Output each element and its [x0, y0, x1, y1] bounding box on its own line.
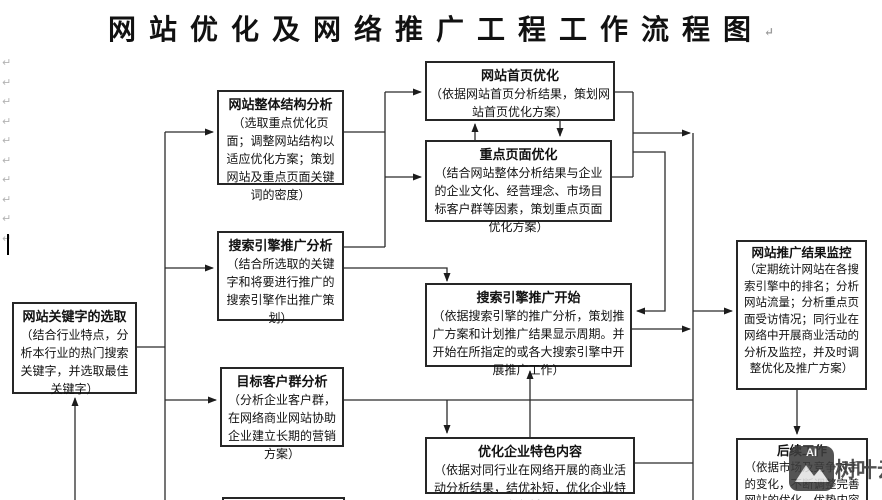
- box-title: 网站整体结构分析: [228, 97, 333, 112]
- ai-logo-label: AI: [806, 447, 817, 459]
- paragraph-mark-icon: ↵: [2, 115, 12, 128]
- box-detail: （选取重点优化页面；调整网站结构以适应优化方案；策划网站及重点页面关键词的密度）: [226, 116, 335, 202]
- box-detail: （结合所选取的关键字和将要进行推广的搜索引擎作出推广策划）: [226, 257, 335, 325]
- box-detail: （分析企业客户群，在网络商业网站协助企业建立长期的营销方案）: [227, 393, 336, 461]
- box-title: 重点页面优化: [479, 147, 558, 162]
- paragraph-mark-icon: ↵: [2, 154, 12, 167]
- box-title: 搜索引擎推广开始: [476, 290, 581, 305]
- flow-box-key-pages-optimization[interactable]: 重点页面优化 （结合网站整体分析结果与企业的企业文化、经营理念、市场目标客户群等…: [425, 140, 612, 234]
- flow-box-target-customer-analysis[interactable]: 目标客户群分析 （分析企业客户群，在网络商业网站协助企业建立长期的营销方案）: [220, 367, 344, 461]
- paragraph-mark-icon: ↵: [2, 56, 12, 69]
- flow-box-search-promotion-start[interactable]: 搜索引擎推广开始 （依据搜索引擎的推广分析，策划推广方案和计划推广结果显示周期。…: [425, 283, 632, 377]
- box-title: 搜索引擎推广分析: [228, 238, 333, 253]
- box-detail: （结合行业特点，分析本行业的热门搜索关键字，并选取最佳关键字）: [20, 328, 129, 396]
- flow-box-clipped-bottom[interactable]: [222, 497, 345, 500]
- box-title: 优化企业特色内容: [477, 444, 582, 459]
- paragraph-mark-icon: ↵: [2, 212, 12, 225]
- mountain-photo-icon: [795, 465, 829, 482]
- paragraph-mark-icon: ↵: [2, 134, 12, 147]
- paragraph-mark-icon: ↵: [2, 76, 12, 89]
- paragraph-mark-icon: ↵: [763, 25, 775, 40]
- page-title-text: 网站优化及网络推广工程工作流程图: [107, 15, 764, 46]
- box-detail: （结合网站整体分析结果与企业的企业文化、经营理念、市场目标客户群等因素，策划重点…: [434, 166, 603, 234]
- paragraph-mark-icon: ↵: [2, 193, 12, 206]
- box-title: 网站推广结果监控: [751, 246, 852, 260]
- flow-box-promotion-result-monitoring[interactable]: 网站推广结果监控 （定期统计网站在各搜索引擎中的排名；分析网站流量；分析重点页面…: [736, 240, 867, 390]
- page-title: 网站优化及网络推广工程工作流程图↵: [0, 8, 882, 48]
- ai-logo-icon: AI: [789, 446, 834, 491]
- paragraph-mark-icon: ↵: [2, 232, 16, 245]
- box-title: 目标客户群分析: [236, 374, 328, 389]
- flow-box-feature-content-optimization[interactable]: 优化企业特色内容 （依据对同行业在网络开展的商业活动分析结果，结优补短，优化企业…: [425, 437, 635, 500]
- box-title: 网站首页优化: [480, 68, 559, 83]
- box-detail: （依据搜索引擎的推广分析，策划推广方案和计划推广结果显示周期。并开始在所指定的或…: [432, 309, 625, 377]
- box-detail: （依据网站首页分析结果，策划网站首页优化方案）: [429, 87, 610, 119]
- flow-box-homepage-optimization[interactable]: 网站首页优化 （依据网站首页分析结果，策划网站首页优化方案）: [425, 61, 615, 121]
- flow-box-keyword-selection[interactable]: 网站关键字的选取 （结合行业特点，分析本行业的热门搜索关键字，并选取最佳关键字）: [12, 302, 137, 396]
- paragraph-mark-icon: ↵: [2, 173, 12, 186]
- text-cursor: [7, 234, 9, 255]
- watermark: AI 树叶云: [789, 444, 882, 494]
- box-detail: （定期统计网站在各搜索引擎中的排名；分析网站流量；分析重点页面受访情况；同行业在…: [744, 264, 859, 375]
- box-title: 网站关键字的选取: [22, 309, 127, 324]
- paragraph-mark-icon: ↵: [2, 95, 12, 108]
- watermark-brand-text: 树叶云: [835, 459, 882, 482]
- flow-box-search-engine-analysis[interactable]: 搜索引擎推广分析 （结合所选取的关键字和将要进行推广的搜索引擎作出推广策划）: [217, 231, 344, 325]
- box-detail: （依据对同行业在网络开展的商业活动分析结果，结优补短，优化企业特色领域）: [433, 463, 626, 500]
- flow-box-site-structure-analysis[interactable]: 网站整体结构分析 （选取重点优化页面；调整网站结构以适应优化方案；策划网站及重点…: [217, 90, 344, 202]
